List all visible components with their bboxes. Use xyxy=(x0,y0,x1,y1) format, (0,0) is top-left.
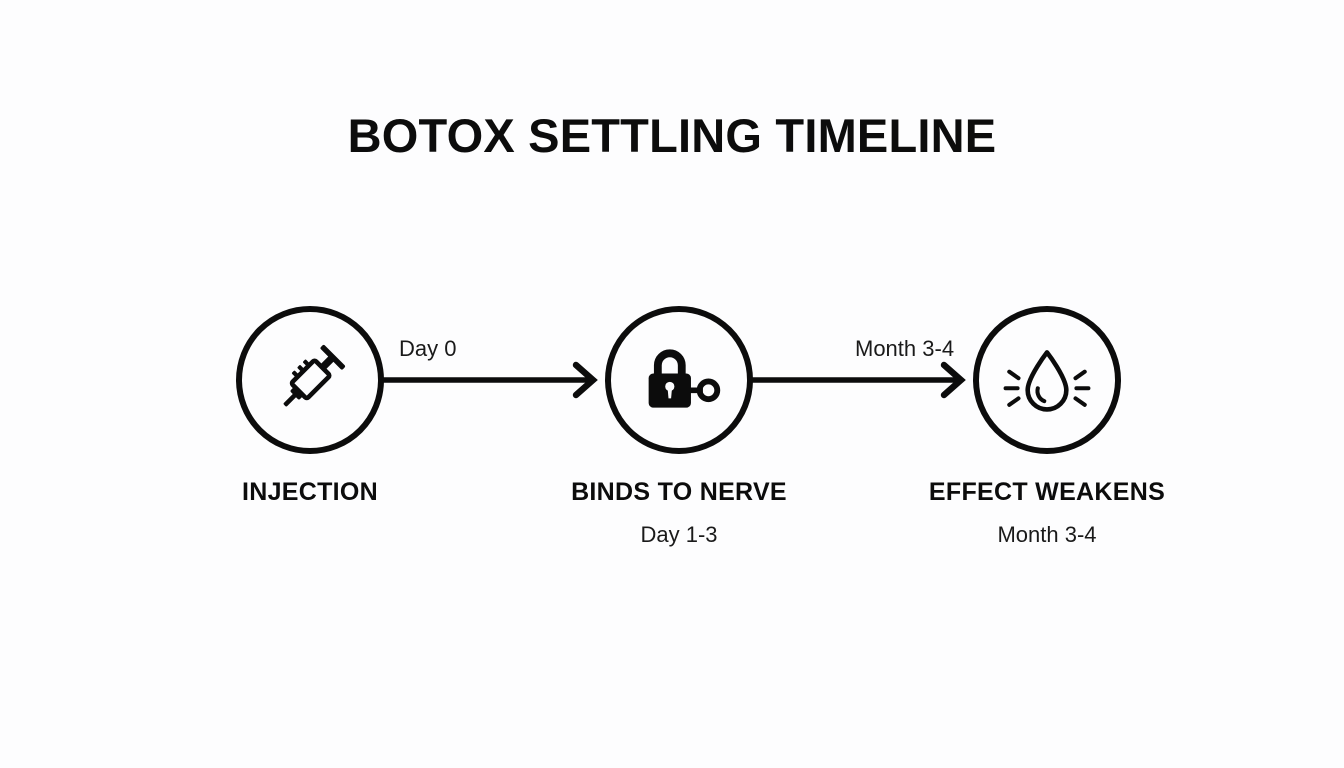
flow-connector-1 xyxy=(382,358,608,402)
node-circle xyxy=(236,306,384,454)
node-label-binds-to-nerve: BINDS TO NERVE xyxy=(571,478,787,506)
page-title: BOTOX SETTLING TIMELINE xyxy=(347,109,997,162)
syringe-icon xyxy=(283,344,346,407)
lock-and-key-icon xyxy=(648,349,721,408)
connector-label-day-0: Day 0 xyxy=(399,336,457,361)
flow-node-binds-to-nerve[interactable] xyxy=(605,306,753,454)
arrow-right-icon xyxy=(382,361,598,399)
connector-label-month-3-4: Month 3-4 xyxy=(855,336,955,361)
arrow-right-icon xyxy=(752,361,966,399)
node-circle xyxy=(605,306,753,454)
water-droplet-rays-icon xyxy=(1003,350,1091,412)
flow-node-effect-weakens[interactable] xyxy=(973,306,1121,454)
node-label-effect-weakens: EFFECT WEAKENS xyxy=(928,478,1166,506)
node-circle xyxy=(973,306,1121,454)
flow-node-injection[interactable] xyxy=(236,306,384,454)
node-sublabel-effect-weakens: Month 3-4 xyxy=(997,522,1097,547)
node-label-injection: INJECTION xyxy=(241,478,379,506)
node-sublabel-binds-to-nerve: Day 1-3 xyxy=(640,522,718,547)
flow-connector-2 xyxy=(752,358,976,402)
